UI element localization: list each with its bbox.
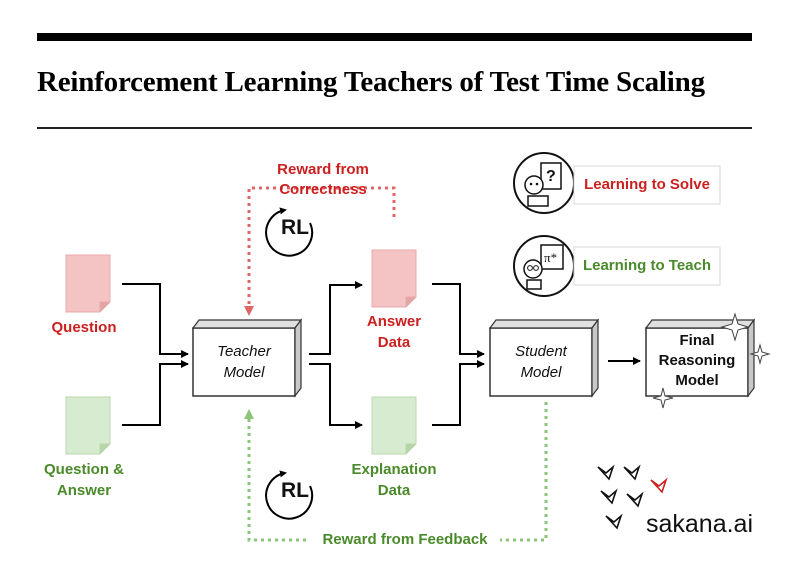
question-label: Question — [51, 319, 117, 336]
teacher-model-box — [191, 318, 303, 398]
svg-text:?: ? — [546, 168, 556, 185]
sakana-fish-logo — [597, 464, 668, 530]
final-model-box — [644, 318, 756, 398]
rl-badge-bottom — [265, 470, 314, 520]
answer-data-label: Answer Data — [366, 313, 422, 351]
reward-correctness-label: Reward from Correctness — [277, 161, 369, 198]
legend-teach-label: Learning to Teach — [582, 257, 712, 274]
correctness-reward-loop — [244, 186, 396, 316]
rl-label-top: RL — [281, 216, 309, 239]
sparkle-icon — [652, 312, 771, 409]
feedback-reward-loop — [244, 402, 548, 542]
student-model-box — [488, 318, 600, 398]
teacher-character-icon: π* — [513, 235, 575, 297]
title-top-bar — [37, 33, 752, 41]
final-reasoning-model-label: Final Reasoning Model — [658, 332, 736, 389]
question-answer-document-icon — [65, 396, 111, 455]
page-title: Reinforcement Learning Teachers of Test … — [37, 66, 705, 98]
student-model-label: Student Model — [515, 343, 567, 381]
question-answer-label: Question & Answer — [43, 461, 124, 499]
rl-badge-top — [265, 207, 314, 257]
explanation-data-label: Explanation Data — [351, 461, 437, 499]
teacher-model-label: Teacher Model — [217, 343, 271, 381]
explanation-data-document-icon — [371, 396, 417, 455]
reward-feedback-label: Reward from Feedback — [310, 529, 500, 550]
rl-label-bottom: RL — [281, 479, 309, 502]
sakana-brand-text: sakana.ai — [646, 510, 754, 538]
legend-solve-label: Learning to Solve — [584, 176, 710, 193]
question-document-icon — [65, 254, 111, 313]
flow-arrows — [122, 281, 641, 429]
legend-teach-box — [573, 246, 721, 286]
legend-solve-box — [573, 165, 721, 205]
student-character-icon: ? — [513, 152, 575, 214]
answer-data-document-icon — [371, 249, 417, 308]
svg-text:π*: π* — [544, 250, 557, 265]
title-divider — [37, 127, 752, 129]
